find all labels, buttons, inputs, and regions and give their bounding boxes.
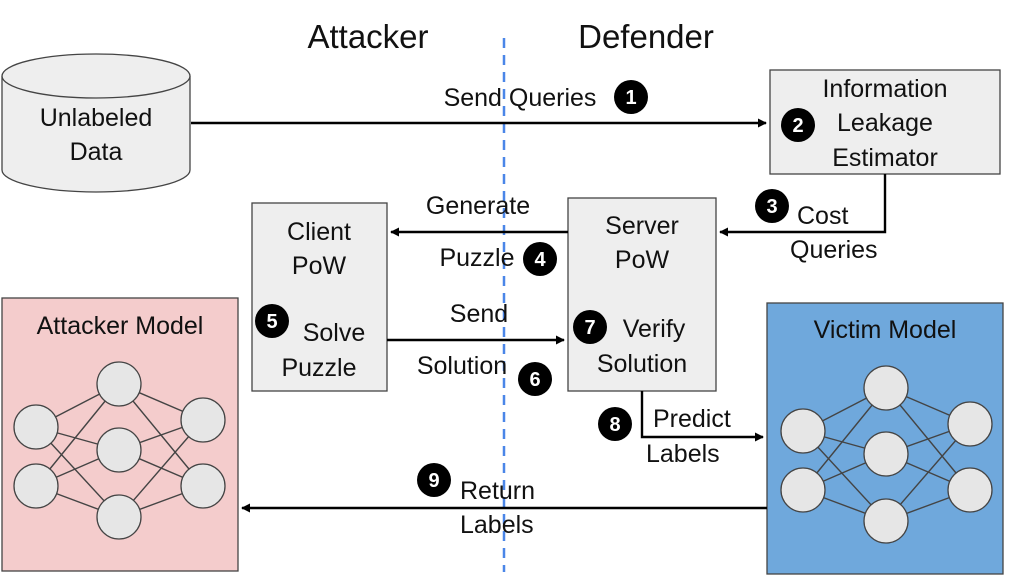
attacker-model-box: Attacker Model <box>1 297 239 572</box>
server-pow-line2: PoW <box>615 246 670 274</box>
attacker-nn-neuron <box>180 397 226 443</box>
info-leakage-line1: Information <box>822 75 947 103</box>
victim-nn-neuron <box>780 467 826 513</box>
step8-number: 8 <box>609 414 620 436</box>
defender-header: Defender <box>578 18 714 55</box>
step9-label-line2: Labels <box>460 511 534 539</box>
attacker-nn-neuron <box>180 463 226 509</box>
attacker-neural-network <box>13 361 226 540</box>
step1-badge: 1 <box>614 80 648 114</box>
victim-nn-neuron <box>947 401 993 447</box>
victim-nn-neuron <box>780 408 826 454</box>
step6-number: 6 <box>529 369 540 391</box>
step4-badge: 4 <box>523 242 557 276</box>
server-pow-line4: Solution <box>597 350 687 378</box>
step7-number: 7 <box>584 317 595 339</box>
step8-label-line2: Labels <box>646 440 720 468</box>
unlabeled-data-label-line2: Data <box>70 138 123 166</box>
server-pow-line1: Server <box>605 212 679 240</box>
unlabeled-data-label-line1: Unlabeled <box>40 104 153 132</box>
arrow-cost-queries <box>719 174 887 237</box>
step8-label-line1: Predict <box>653 405 731 433</box>
info-leakage-line3: Estimator <box>832 144 938 172</box>
step4-label-line1: Generate <box>426 192 530 220</box>
step6-label-line2: Solution <box>417 352 507 380</box>
client-pow-line1: Client <box>287 218 351 246</box>
step3-badge: 3 <box>755 189 789 223</box>
step3-label-line2: Queries <box>790 236 878 264</box>
step9-number: 9 <box>428 470 439 492</box>
step1-label: Send Queries <box>444 84 597 112</box>
victim-model-title: Victim Model <box>814 316 957 344</box>
step2-badge: 2 <box>781 108 815 142</box>
step7-badge: 7 <box>573 310 607 344</box>
step6-label-line1: Send <box>450 300 508 328</box>
step5-badge: 5 <box>255 304 289 338</box>
attacker-header: Attacker <box>307 18 428 55</box>
step1-number: 1 <box>625 87 636 109</box>
client-pow-line4: Puzzle <box>281 354 356 382</box>
arrow-predict-labels <box>640 391 764 442</box>
step6-badge: 6 <box>518 362 552 396</box>
step9-badge: 9 <box>417 463 451 497</box>
client-pow-line3: Solve <box>303 319 366 347</box>
info-leakage-line2: Leakage <box>837 109 933 137</box>
attacker-nn-neuron <box>96 494 142 540</box>
step9-label-line1: Return <box>460 477 535 505</box>
step3-number: 3 <box>766 196 777 218</box>
victim-nn-neuron <box>863 365 909 411</box>
attacker-nn-neuron <box>96 361 142 407</box>
server-pow-box: Server PoW Verify Solution <box>567 197 717 392</box>
victim-nn-neuron <box>947 467 993 513</box>
unlabeled-data-cylinder: Unlabeled Data <box>1 53 191 193</box>
victim-nn-neuron <box>863 498 909 544</box>
client-pow-box: Client PoW Solve Puzzle <box>251 202 388 392</box>
victim-neural-network <box>780 365 993 544</box>
step4-label-line2: Puzzle <box>439 244 514 272</box>
step4-number: 4 <box>534 249 546 271</box>
client-pow-line2: PoW <box>292 252 347 280</box>
step2-number: 2 <box>792 115 803 137</box>
attacker-nn-neuron <box>96 427 142 473</box>
attacker-nn-neuron <box>13 463 59 509</box>
attacker-nn-neuron <box>13 404 59 450</box>
victim-nn-neuron <box>863 431 909 477</box>
victim-model-box: Victim Model <box>766 302 1004 575</box>
step5-number: 5 <box>266 311 277 333</box>
step3-label-line1: Cost <box>797 202 848 230</box>
server-pow-line3: Verify <box>623 315 686 343</box>
attacker-model-title: Attacker Model <box>37 312 204 340</box>
step8-badge: 8 <box>598 407 632 441</box>
